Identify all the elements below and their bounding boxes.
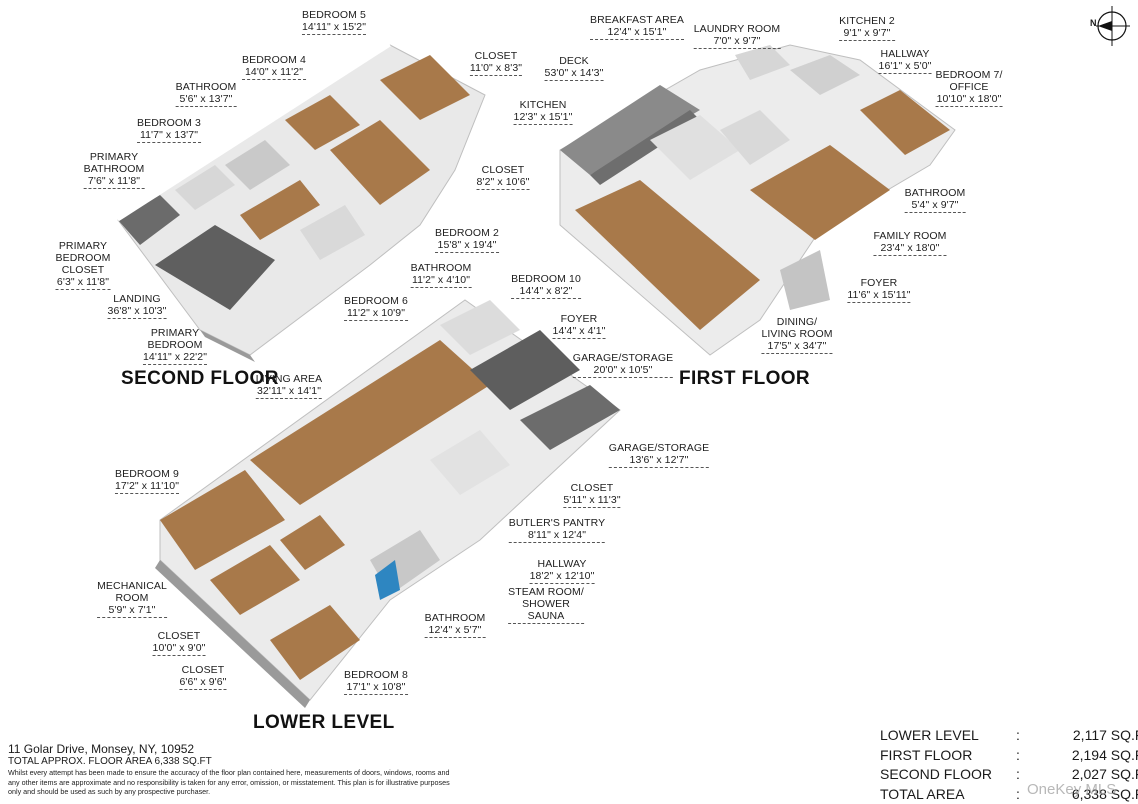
area-summary-table: LOWER LEVEL:2,117 SQ.FT FIRST FLOOR:2,19… [880,726,1138,804]
lower-level-plan [155,299,621,708]
lower-level-title: LOWER LEVEL [253,712,395,733]
first-floor-plan [559,44,956,356]
compass-icon: N [1088,4,1132,53]
room-label-steam-room: STEAM ROOM/ SHOWER SAUNA [508,586,584,624]
compass-north-label: N [1090,18,1097,28]
property-address: 11 Golar Drive, Monsey, NY, 10952 [8,742,195,756]
second-floor-plan [117,43,486,362]
second-floor-title: SECOND FLOOR [121,368,279,389]
total-floor-area: TOTAL APPROX. FLOOR AREA 6,338 SQ.FT [8,756,212,767]
summary-row: TOTAL AREA:6,338 SQ.FT [880,785,1138,802]
first-floor-title: FIRST FLOOR [679,368,811,389]
summary-row: LOWER LEVEL:2,117 SQ.FT [880,727,1138,743]
disclaimer-text: Whilst every attempt has been made to en… [8,768,450,796]
summary-row: SECOND FLOOR:2,027 SQ.FT [880,766,1138,782]
summary-row: FIRST FLOOR:2,194 SQ.FT [880,746,1138,763]
watermark: OneKey MLS [1027,781,1117,798]
